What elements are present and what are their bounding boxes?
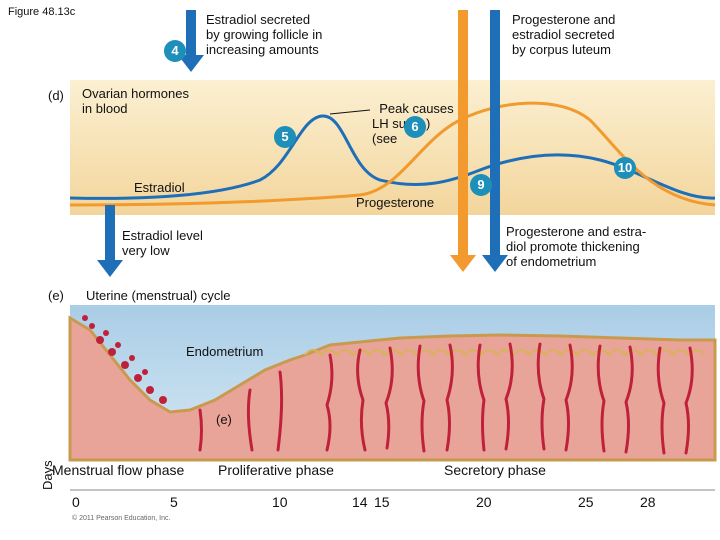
panel-e-title: Uterine (menstrual) cycle: [86, 288, 231, 303]
days-axis-label: Days: [40, 460, 55, 490]
step-badge-4: 4: [164, 40, 186, 62]
day-tick-28: 28: [640, 494, 656, 510]
arrow-estradiol-secreted: [178, 10, 204, 72]
progesterone-thickening-label: Progesterone and estra- diol promote thi…: [506, 224, 646, 269]
phase-proliferative: Proliferative phase: [218, 463, 334, 478]
step-badge-10: 10: [614, 157, 636, 179]
callout-estradiol-secreted: Estradiol secreted by growing follicle i…: [206, 12, 322, 57]
endometrium-label: Endometrium: [186, 344, 263, 359]
day-tick-25: 25: [578, 494, 594, 510]
arrow-estradiol-low: [97, 205, 123, 277]
panel-d-title: Ovarian hormones in blood: [82, 86, 189, 116]
step-badge-5: 5: [274, 126, 296, 148]
endometrium-inner-label: (e): [216, 412, 232, 427]
day-tick-15: 15: [374, 494, 390, 510]
progesterone-label: Progesterone: [356, 195, 434, 210]
phase-menstrual: Menstrual flow phase: [52, 463, 184, 478]
phase-secretory: Secretory phase: [444, 463, 546, 478]
day-tick-0: 0: [72, 494, 80, 510]
day-tick-14: 14: [352, 494, 368, 510]
day-tick-5: 5: [170, 494, 178, 510]
panel-e-letter: (e): [48, 288, 64, 303]
estradiol-label: Estradiol: [134, 180, 185, 195]
callout-progesterone-secreted: Progesterone and estradiol secreted by c…: [512, 12, 615, 57]
callout-peak-close: ): [426, 116, 430, 131]
step-badge-9: 9: [470, 174, 492, 196]
copyright: © 2011 Pearson Education, Inc.: [72, 515, 170, 522]
day-tick-10: 10: [272, 494, 288, 510]
estradiol-low-label: Estradiol level very low: [122, 228, 203, 258]
step-badge-6: 6: [404, 116, 426, 138]
panel-d-letter: (d): [48, 88, 64, 103]
day-tick-20: 20: [476, 494, 492, 510]
